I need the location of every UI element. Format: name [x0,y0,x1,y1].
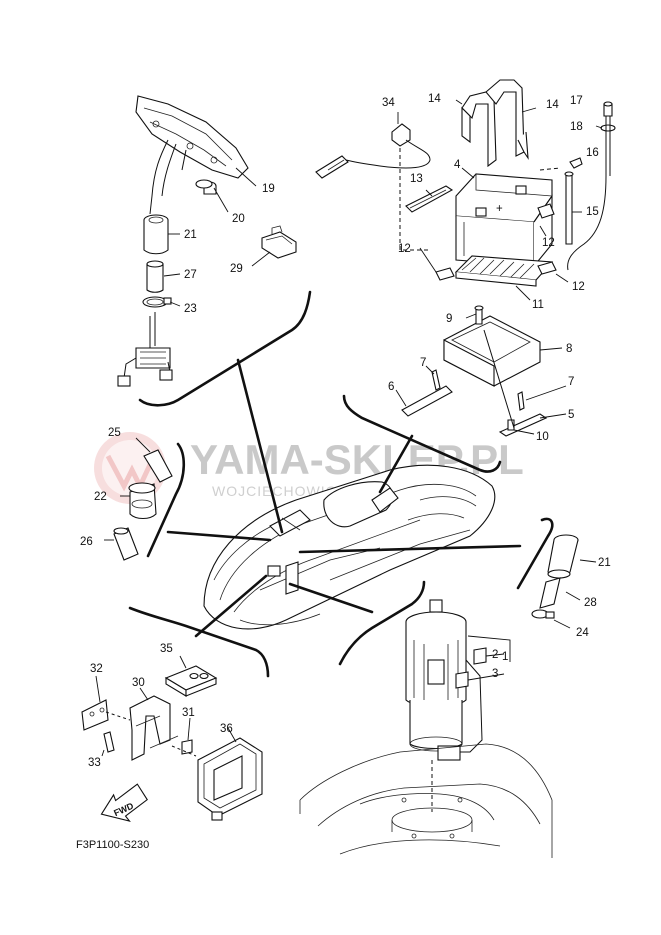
part-label-17: 17 [570,95,583,107]
part-label-10: 10 [536,431,549,443]
part-label-29: 29 [230,263,243,275]
part-label-7a: 7 [420,357,426,369]
part-label-34: 34 [382,97,395,109]
part-label-25: 25 [108,427,121,439]
cap-22-25-26 [104,437,173,561]
bolt-31 [171,717,197,757]
battery-straps-14 [455,79,537,168]
part-label-2: 2 [492,649,498,661]
module-36 [197,727,263,821]
part-label-24: 24 [576,627,589,639]
bracket-30-32-33 [81,675,179,761]
part-label-23: 23 [184,303,197,315]
fwd-arrow: FWD [100,783,148,822]
part-label-5: 5 [568,409,574,421]
svg-text:+: + [496,203,503,215]
part-label-35: 35 [160,643,173,655]
part-label-22: 22 [94,491,107,503]
remote-35 [164,655,218,697]
battery-4: + [455,173,553,267]
pointer-lines [166,358,522,638]
clamp-23 [142,296,172,308]
part-label-14a: 14 [428,93,441,105]
jetski-hull [203,464,496,630]
bracket-6-7 [395,365,453,417]
group-bracket-right [516,517,554,590]
tube-27 [146,260,164,293]
part-label-12c: 12 [572,281,585,293]
fuel-pump-1 [405,599,511,812]
meter-harness-connectors [117,312,173,387]
bolt-15-16 [564,157,583,245]
part-label-27: 27 [184,269,197,281]
part-label-3: 3 [492,668,498,680]
part-label-19: 19 [262,183,275,195]
group-bracket-fuel-pump [338,580,426,666]
group-bracket-cap-left [146,442,186,558]
part-label-33: 33 [88,757,101,769]
part-label-21b: 21 [598,557,611,569]
part-label-4: 4 [454,159,461,171]
part-label-26: 26 [80,536,93,548]
grommet-20 [195,179,217,195]
part-label-12b: 12 [398,243,411,255]
battery-pads-12 [435,203,557,281]
battery-plate-13 [405,185,454,213]
part-label-9: 9 [446,313,452,325]
battery-dashed-outline [399,148,430,251]
vent-fitting-17-18 [567,101,616,271]
part-label-16: 16 [586,147,599,159]
part-label-13: 13 [410,173,423,185]
battery-cable-34 [315,112,431,179]
cap-21 [143,214,169,255]
bracket-29 [261,225,297,259]
part-label-11: 11 [532,299,544,311]
watermark: YAMA-SKLEP.PL WOJCIECHOWICZ ... ER YAMAH… [94,432,524,504]
part-label-28: 28 [584,597,597,609]
meter-assembly [135,95,249,215]
part-label-8: 8 [566,343,572,355]
part-label-7b: 7 [568,376,574,388]
part-label-20: 20 [232,213,245,225]
battery-case-8 [443,305,563,387]
part-label-32: 32 [90,663,103,675]
battery-tray-11 [454,255,554,287]
battery-leader-lines [419,167,569,301]
part-label-14b: 14 [546,99,559,111]
part-label-12a: 12 [542,237,555,249]
part-label-1: 1 [502,651,508,663]
part-label-30: 30 [132,677,145,689]
bracket-5-7-10 [483,329,567,437]
part-label-6: 6 [388,381,394,393]
part-label-36: 36 [220,723,233,735]
group-bracket-meter [138,290,312,407]
top-left-leader-lines [163,167,271,307]
group-bracket-battery [342,394,502,473]
part-number-labels: 1 2 3 4 5 6 7 7 8 9 10 11 12 12 12 13 14… [80,93,611,769]
part-label-18: 18 [570,121,583,133]
cap-21-28-24 [531,534,597,629]
part-label-15: 15 [586,206,599,218]
group-bracket-bottom-left [128,606,270,678]
part-label-31: 31 [182,707,195,719]
diagram-code: F3P1100-S230 [76,839,149,851]
fuel-tank-hull [299,743,553,858]
part-label-21a: 21 [184,229,197,241]
